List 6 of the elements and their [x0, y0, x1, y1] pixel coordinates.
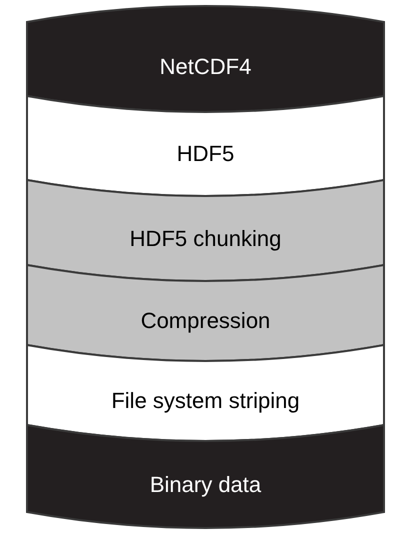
layer-label: HDF5 [176, 141, 236, 167]
layer-label: Binary data [148, 472, 262, 498]
layer-label: File system striping [110, 388, 301, 414]
layer-label: Compression [140, 308, 272, 334]
layer-label: NetCDF4 [158, 54, 252, 80]
layer-label: HDF5 chunking [128, 226, 282, 252]
